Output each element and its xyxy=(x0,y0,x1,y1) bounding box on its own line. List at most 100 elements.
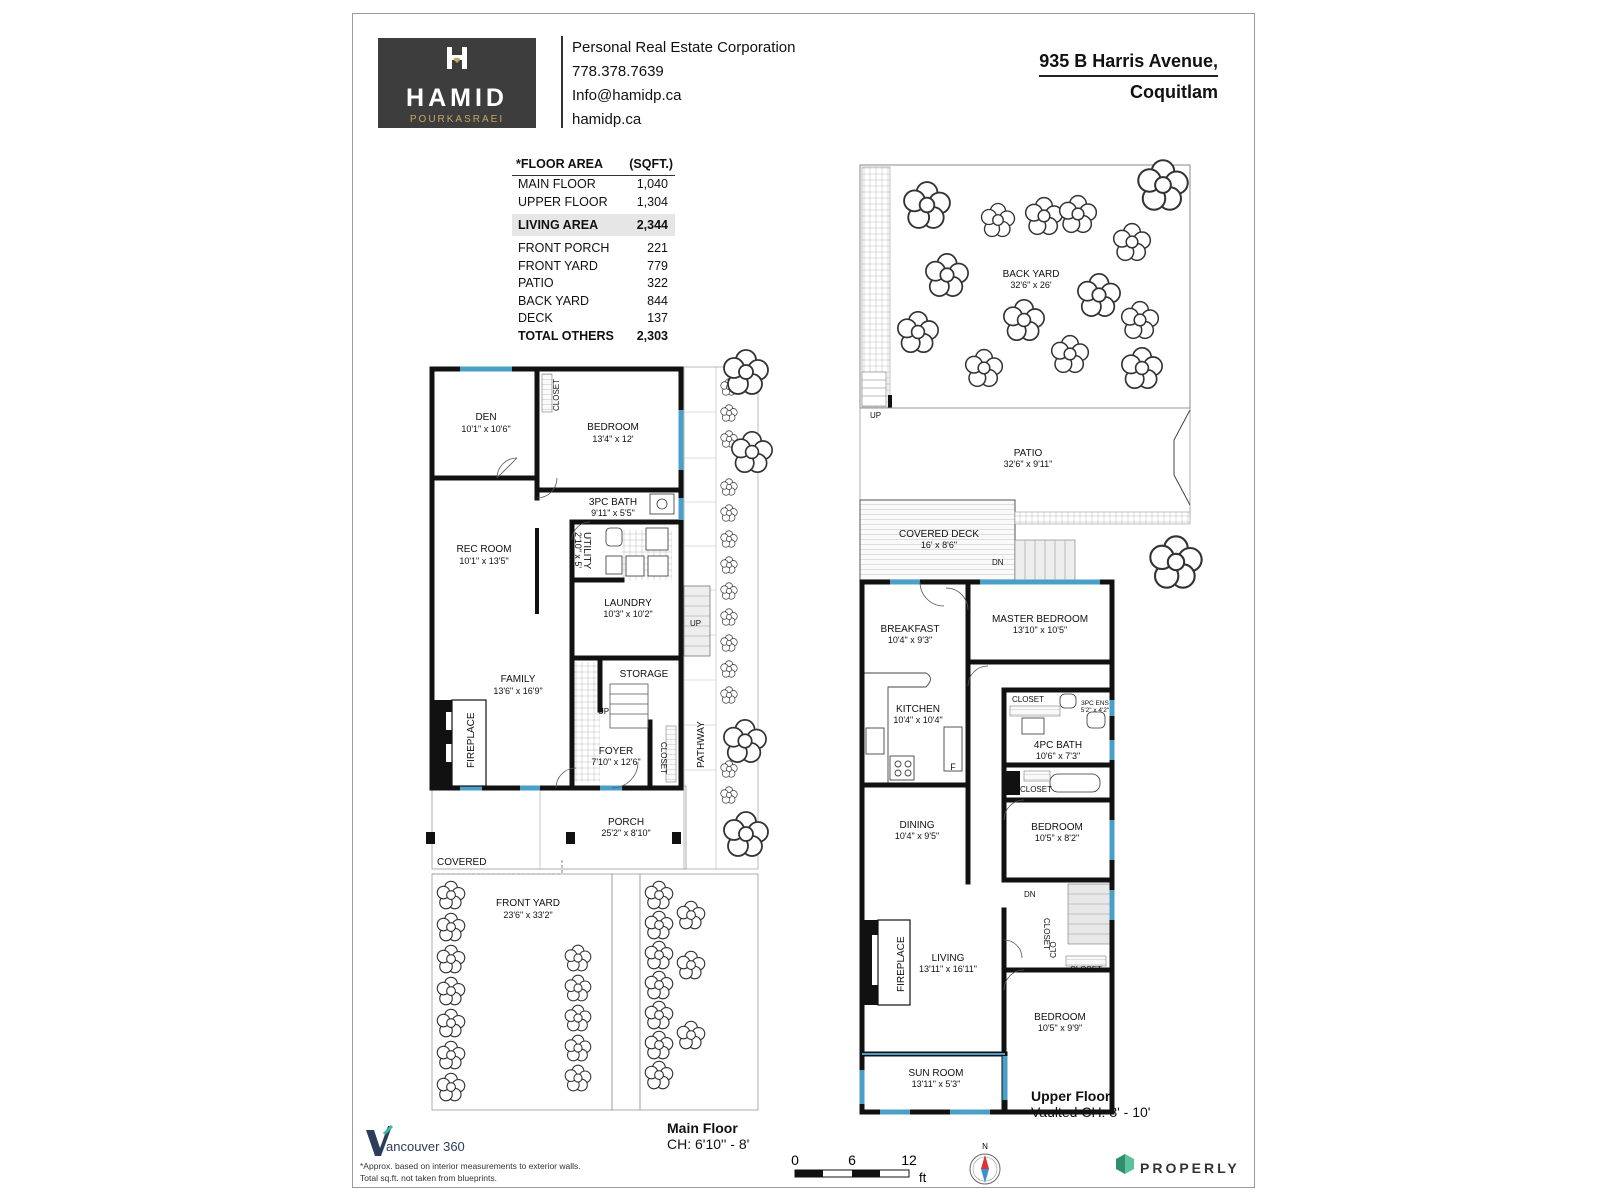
room-family-dims: 13'6" x 16'9" xyxy=(493,686,542,696)
area-row: DECK 137 xyxy=(512,310,675,328)
area-table-header: *FLOOR AREA (SQFT.) xyxy=(512,155,675,176)
area-row-label: UPPER FLOOR xyxy=(518,194,608,209)
stair-dn-hall: DN xyxy=(1024,890,1036,899)
room-den: DEN xyxy=(475,412,496,423)
room-kitchen: KITCHEN xyxy=(896,704,940,715)
room-porch: PORCH xyxy=(608,817,644,828)
room-laundry-dims: 10'3" x 10'2" xyxy=(603,609,652,619)
room-master-bedroom: MASTER BEDROOM xyxy=(992,614,1088,625)
room-living-dims: 13'11" x 16'11" xyxy=(919,964,977,974)
area-row: BACK YARD 844 xyxy=(512,293,675,311)
room-clo: CLO xyxy=(1049,942,1058,958)
large-trees xyxy=(723,349,773,857)
room-fireplace: FIREPLACE xyxy=(466,712,477,768)
room-laundry: LAUNDRY xyxy=(604,598,652,609)
area-row: MAIN FLOOR 1,040 xyxy=(512,176,675,194)
room-bedroom-3: BEDROOM xyxy=(1034,1012,1086,1023)
stair-up-foyer: UP xyxy=(598,707,609,716)
disclaimer: *Approx. based on interior measurements … xyxy=(360,1160,581,1184)
label-covered: COVERED xyxy=(437,857,486,868)
covered-deck xyxy=(859,499,1016,583)
room-dining: DINING xyxy=(900,820,935,831)
disclaimer-line-2: Total sq.ft. not taken from blueprints. xyxy=(360,1173,498,1183)
room-den-dims: 10'1" x 10'6" xyxy=(461,424,510,434)
room-utility: UTILITY xyxy=(581,532,592,570)
stair-up-backyard: UP xyxy=(870,411,881,420)
room-fireplace-upper: FIREPLACE xyxy=(896,936,907,992)
area-row-value: 779 xyxy=(647,258,668,273)
room-rec-room-dims: 10'1" x 13'5" xyxy=(459,556,508,566)
room-4pc-bath: 4PC BATH xyxy=(1034,740,1082,751)
room-front-yard-dims: 23'6" x 33'2" xyxy=(503,910,552,920)
compass-n: N xyxy=(982,1142,988,1151)
area-row-label: DECK xyxy=(518,311,553,325)
main-floor-windows xyxy=(460,366,684,791)
main-floor-plan: DEN 10'1" x 10'6" BEDROOM 13'4" x 12' CL… xyxy=(426,349,773,1111)
room-patio: PATIO xyxy=(1014,448,1043,459)
area-row-value: 322 xyxy=(647,276,668,290)
room-family: FAMILY xyxy=(501,674,536,685)
room-breakfast: BREAKFAST xyxy=(881,624,940,635)
area-row: FRONT PORCH 221 xyxy=(512,240,675,258)
contact-block: Personal Real Estate Corporation 778.378… xyxy=(572,36,795,132)
scale-unit: ft xyxy=(919,1170,927,1185)
room-closet-hall: CLOSET xyxy=(1042,918,1051,950)
v360-mark-icon xyxy=(366,1124,394,1156)
stair-up-side: UP xyxy=(690,619,701,628)
room-kitchen-dims: 10'4" x 10'4" xyxy=(893,715,942,725)
room-3pc-bath-dims: 9'11" x 5'5" xyxy=(591,508,635,518)
room-back-yard: BACK YARD xyxy=(1003,269,1060,280)
room-front-yard: FRONT YARD xyxy=(496,898,560,909)
room-bedroom-2: BEDROOM xyxy=(1031,822,1083,833)
area-row-label: FRONT YARD xyxy=(518,258,598,273)
room-foyer-closet: CLOSET xyxy=(659,742,668,774)
room-dining-dims: 10'4" x 9'5" xyxy=(895,831,939,841)
v360-name: ancouver 360 xyxy=(386,1139,465,1154)
email-address[interactable]: Info@hamidp.ca xyxy=(572,87,682,104)
room-rec-room: REC ROOM xyxy=(457,544,512,555)
main-floor-caption: Main Floor CH: 6'10'' - 8' xyxy=(667,1120,749,1152)
main-floor-labels: DEN 10'1" x 10'6" BEDROOM 13'4" x 12' CL… xyxy=(437,379,707,920)
living-area-value: 2,344 xyxy=(636,218,668,232)
label-pathway: PATHWAY xyxy=(696,721,707,768)
room-bedroom-3-dims: 10'5" x 9'9" xyxy=(1038,1023,1082,1033)
living-area-row: LIVING AREA 2,344 xyxy=(512,214,675,236)
front-yard-trees xyxy=(436,880,706,1102)
room-closet-bath: CLOSET xyxy=(1020,785,1052,794)
scale-label-12: 12 xyxy=(901,1152,917,1168)
area-header-label: *FLOOR AREA xyxy=(516,157,604,171)
upper-floor-labels: BACK YARD 32'6" x 26' UP PATIO 32'6" x 9… xyxy=(870,269,1110,1089)
room-foyer-dims: 7'10" x 12'6" xyxy=(591,757,640,767)
area-row-value: 844 xyxy=(647,293,668,308)
room-3pc-ens: 3PC ENS xyxy=(1081,700,1109,707)
main-floor-title: Main Floor xyxy=(667,1120,738,1136)
properly-logo-icon xyxy=(1116,1154,1134,1174)
room-bedroom-2-dims: 10'5" x 8'2" xyxy=(1035,833,1079,843)
v360-text: Vancouver 360 xyxy=(386,1139,465,1154)
stair-dn-deck: DN xyxy=(992,558,1004,567)
logo-subtitle: POURKASRAEI xyxy=(409,114,505,125)
main-floor-ceiling: CH: 6'10'' - 8' xyxy=(667,1136,750,1152)
room-sun-room-dims: 13'11" x 5'3" xyxy=(912,1079,961,1089)
floor-area-table: *FLOOR AREA (SQFT.) MAIN FLOOR 1,040 UPP… xyxy=(512,155,675,345)
room-4pc-bath-dims: 10'6" x 7'3" xyxy=(1036,751,1080,761)
upper-floor-ceiling: Vaulted CH: 8' - 10' xyxy=(1031,1104,1151,1120)
room-bedroom-dims: 13'4" x 12' xyxy=(592,434,633,444)
room-foyer: FOYER xyxy=(599,746,633,757)
address-street: 935 B Harris Avenue, xyxy=(1039,50,1218,77)
area-row-value: 1,040 xyxy=(636,177,668,191)
phone-number[interactable]: 778.378.7639 xyxy=(572,63,664,80)
properly-wordmark: PROPERLY xyxy=(1140,1160,1240,1176)
room-master-bedroom-dims: 13'10" x 10'5" xyxy=(1013,625,1067,635)
area-row-label: FRONT PORCH xyxy=(518,241,610,255)
room-sun-room: SUN ROOM xyxy=(909,1068,964,1079)
room-patio-dims: 32'6" x 9'11" xyxy=(1004,459,1053,469)
fridge-label: F xyxy=(950,762,956,772)
room-storage: STORAGE xyxy=(620,669,669,680)
area-row: UPPER FLOOR 1,304 xyxy=(512,194,675,212)
room-bedroom: BEDROOM xyxy=(587,422,639,433)
upper-floor-title: Upper Floor xyxy=(1031,1088,1111,1104)
website-link[interactable]: hamidp.ca xyxy=(572,111,642,128)
room-covered-deck: COVERED DECK xyxy=(899,529,979,540)
